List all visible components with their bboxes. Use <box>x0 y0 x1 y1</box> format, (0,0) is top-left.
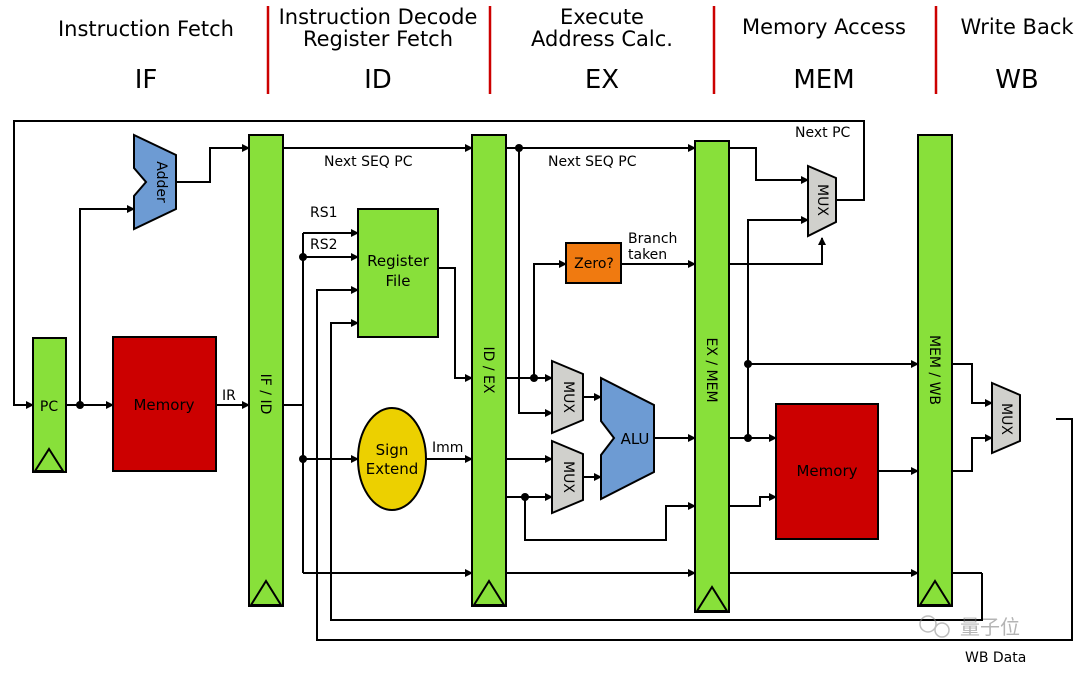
data-memory: Memory <box>775 403 879 540</box>
id-ex-label: ID / EX <box>480 347 496 394</box>
wires <box>13 120 1073 641</box>
signal-labels: IR RS1 RS2 Imm Next SEQ PC Next SEQ PC B… <box>222 125 1026 666</box>
sign-extend-label-line1: Sign <box>376 441 409 459</box>
watermark: 量子位 <box>919 615 1020 639</box>
mux-label: MUX <box>560 381 576 413</box>
if-id-label: IF / ID <box>257 374 273 415</box>
junction-dots <box>76 144 752 501</box>
mux-ex-top: MUX <box>551 359 584 435</box>
ex-mem-label: EX / MEM <box>703 337 719 402</box>
mux-label: MUX <box>998 403 1014 435</box>
instruction-memory: Memory <box>112 336 217 472</box>
stage-wb-abbr: WB <box>995 65 1039 95</box>
register-file: Register File <box>357 208 439 338</box>
sign-extend: Sign Extend <box>357 407 427 511</box>
mux-ex-bottom: MUX <box>551 439 584 515</box>
stage-wb-title: Write Back <box>960 15 1074 39</box>
pc-label: PC <box>40 399 58 415</box>
alu-label: ALU <box>621 430 650 448</box>
stage-ex-abbr: EX <box>585 65 619 95</box>
imm-label: Imm <box>432 440 463 456</box>
stage-headers: Instruction Fetch IF Instruction Decode … <box>58 5 1074 95</box>
mux-label: MUX <box>560 461 576 493</box>
instruction-memory-label: Memory <box>133 396 194 414</box>
register-file-label-line2: File <box>385 272 410 290</box>
wb-data-label: WB Data <box>965 650 1026 666</box>
ex-mem-register: EX / MEM <box>694 140 730 613</box>
rs1-label: RS1 <box>310 205 338 221</box>
ir-label: IR <box>222 388 236 404</box>
stage-id-abbr: ID <box>364 65 392 95</box>
mem-wb-register: MEM / WB <box>917 134 953 607</box>
stage-id-title-line2: Register Fetch <box>303 27 453 51</box>
mem-wb-label: MEM / WB <box>926 335 942 405</box>
id-ex-register: ID / EX <box>471 134 507 607</box>
branch-taken-label-line1: Branch <box>628 231 677 247</box>
stage-id-title-line1: Instruction Decode <box>279 5 478 29</box>
next-seq-pc-label: Next SEQ PC <box>548 154 637 170</box>
mux-wb: MUX <box>991 381 1021 455</box>
data-memory-label: Memory <box>796 462 857 480</box>
pc-register: PC <box>32 337 67 473</box>
zero-label: Zero? <box>574 256 614 272</box>
rs2-label: RS2 <box>310 237 338 253</box>
register-file-label-line1: Register <box>367 252 430 270</box>
alu: ALU <box>600 376 655 501</box>
stage-mem-abbr: MEM <box>793 65 854 95</box>
mux-label: MUX <box>814 184 830 216</box>
adder: Adder <box>133 133 177 231</box>
adder-label: Adder <box>153 161 169 203</box>
next-pc-label: Next PC <box>795 125 851 141</box>
sign-extend-label-line2: Extend <box>366 460 419 478</box>
branch-taken-label-line2: taken <box>628 247 667 263</box>
zero-check: Zero? <box>565 242 622 284</box>
if-id-register: IF / ID <box>248 134 284 607</box>
mux-next-pc: MUX <box>807 164 837 238</box>
watermark-text: 量子位 <box>960 615 1020 639</box>
stage-ex-title-line2: Address Calc. <box>531 27 673 51</box>
next-seq-pc-label: Next SEQ PC <box>324 154 413 170</box>
stage-ex-title-line1: Execute <box>560 5 644 29</box>
stage-mem-title: Memory Access <box>742 15 906 39</box>
stage-if-title: Instruction Fetch <box>58 17 234 41</box>
stage-if-abbr: IF <box>135 65 158 95</box>
